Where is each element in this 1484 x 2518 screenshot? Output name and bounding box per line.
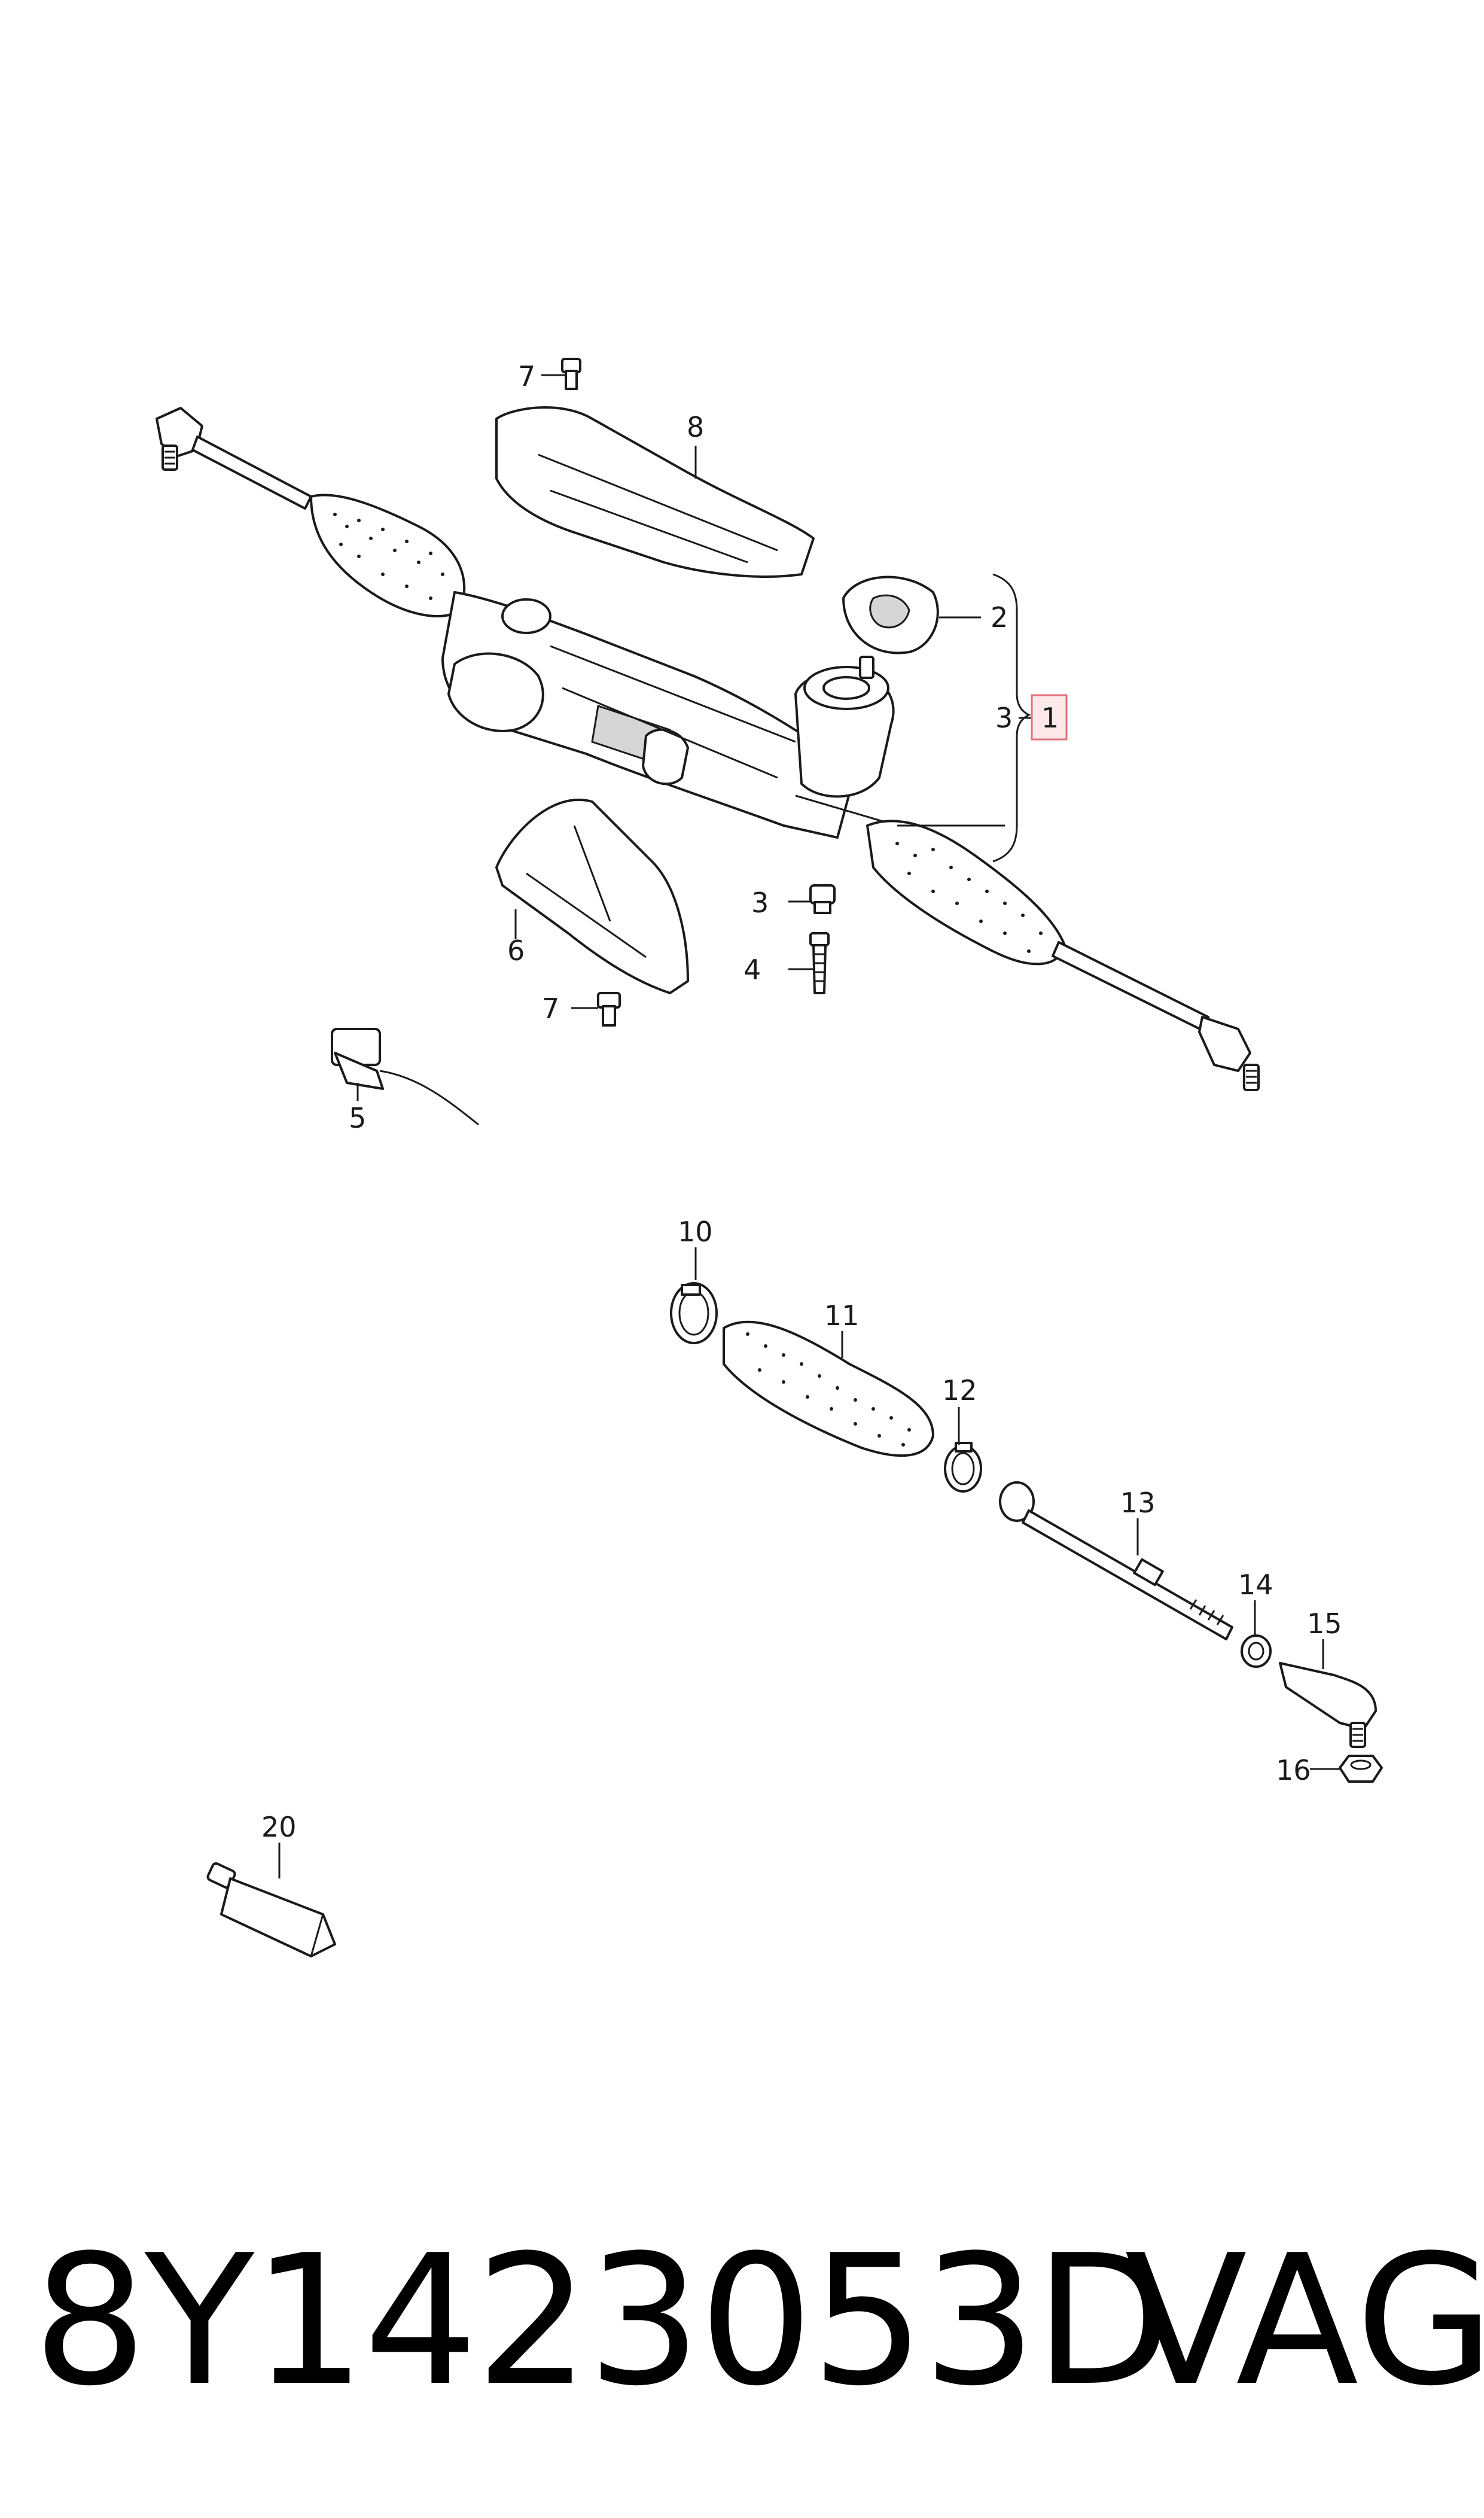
callout-20: 20 — [261, 1811, 297, 1843]
bolt-7-upper — [561, 358, 581, 390]
brand-name: VAG — [1125, 2216, 1484, 2425]
lock-nut-14 — [1241, 1634, 1272, 1668]
callout-labels: 7 8 2 3 1 3 4 6 7 5 10 11 12 13 14 15 16… — [261, 360, 1342, 1843]
callout-7-lower: 7 — [542, 992, 559, 1025]
nut-16 — [1339, 1755, 1383, 1783]
callout-12: 12 — [942, 1374, 977, 1406]
callout-11: 11 — [824, 1299, 860, 1332]
left-boot — [310, 494, 466, 617]
callout-13: 13 — [1120, 1487, 1156, 1519]
heat-shield-lower — [495, 798, 689, 994]
bolt-3 — [809, 884, 836, 914]
tie-rod-end-15 — [1279, 1662, 1377, 1748]
right-boot — [866, 820, 1066, 966]
bolt-7-lower — [597, 992, 621, 1027]
callout-15: 15 — [1307, 1607, 1342, 1640]
clamp-12 — [944, 1442, 982, 1493]
callout-10: 10 — [678, 1216, 713, 1248]
pinion-housing — [794, 656, 898, 827]
rubber-pad — [842, 576, 939, 654]
sensor-connector — [331, 1028, 479, 1126]
highlight-box-1 — [1031, 694, 1068, 741]
callout-14: 14 — [1238, 1569, 1273, 1601]
boot-11 — [723, 1320, 934, 1457]
callout-3: 3 — [751, 887, 769, 919]
steering-rack-assembly — [156, 407, 1260, 1091]
part-footer: 8Y1423053D VAG — [0, 2213, 1484, 2465]
assembly-bracket — [897, 573, 1031, 863]
callout-3-bracket: 3 — [995, 702, 1013, 734]
callout-4: 4 — [743, 954, 761, 986]
grease-tube-20 — [206, 1862, 336, 1957]
callout-8: 8 — [687, 411, 704, 443]
inner-tie-rod-13 — [999, 1481, 1233, 1640]
rack-housing — [441, 591, 857, 839]
callout-1: 1 — [1041, 702, 1059, 734]
callout-2: 2 — [991, 601, 1008, 634]
callout-6: 6 — [507, 934, 525, 967]
heat-shield-upper — [495, 406, 815, 578]
callout-7-upper: 7 — [518, 360, 535, 392]
callout-5: 5 — [349, 1102, 366, 1134]
callout-16: 16 — [1276, 1754, 1311, 1786]
leader-lines — [278, 374, 1340, 1878]
screw-4 — [809, 932, 830, 994]
part-number: 8Y1423053D — [33, 2216, 1172, 2425]
clamp-10 — [670, 1282, 718, 1344]
